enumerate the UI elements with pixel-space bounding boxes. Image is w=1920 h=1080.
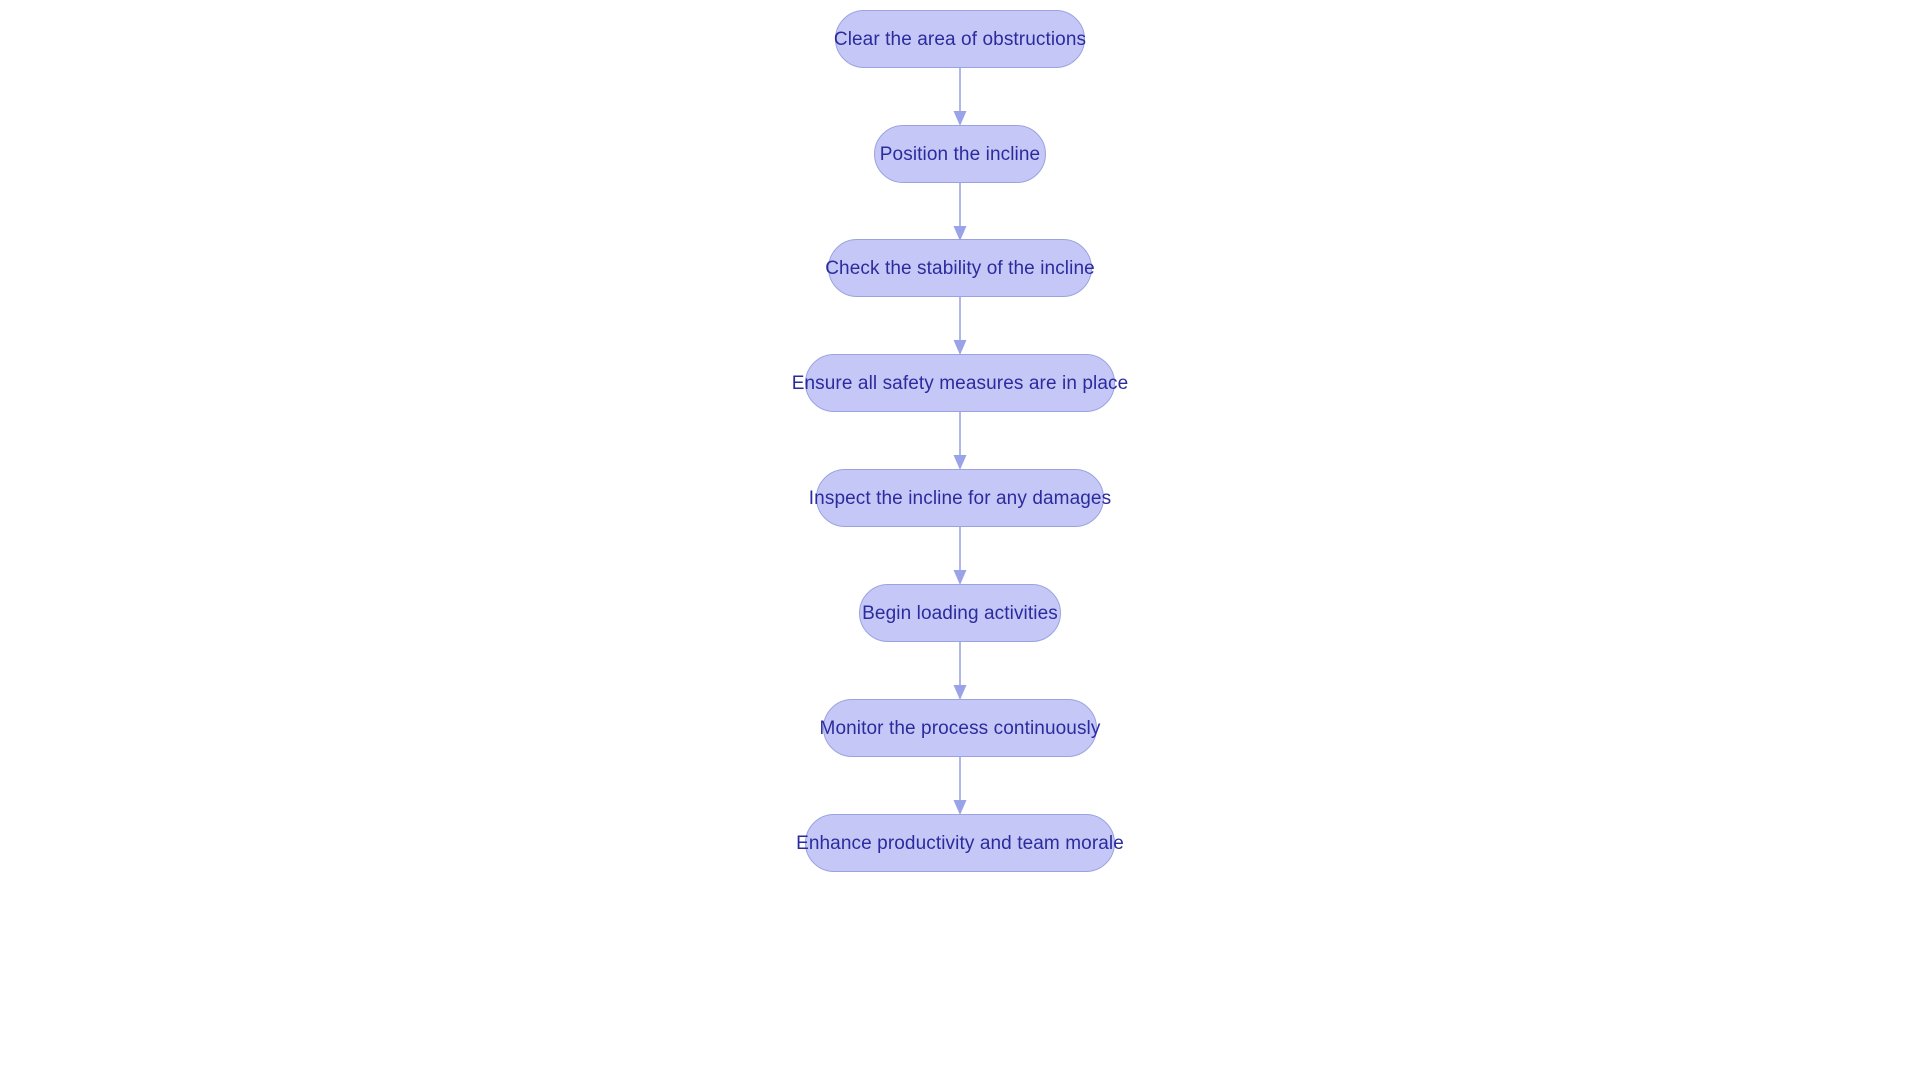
flow-node-label: Enhance productivity and team morale — [796, 832, 1124, 854]
flow-node-label: Inspect the incline for any damages — [808, 487, 1112, 509]
flow-node[interactable]: Check the stability of the incline — [825, 239, 1095, 297]
flow-connector-arrow — [948, 412, 972, 470]
flow-node-label: Clear the area of obstructions — [833, 28, 1087, 50]
flow-node[interactable]: Ensure all safety measures are in place — [792, 354, 1128, 412]
flow-node-label: Begin loading activities — [862, 602, 1058, 624]
arrowhead-icon — [953, 455, 967, 470]
arrowhead-icon — [953, 570, 967, 585]
flow-connector-arrow — [948, 183, 972, 241]
arrowhead-icon — [953, 340, 967, 355]
flow-node[interactable]: Begin loading activities — [859, 584, 1061, 642]
flow-node[interactable]: Enhance productivity and team morale — [796, 814, 1124, 872]
flow-node[interactable]: Monitor the process continuously — [820, 699, 1100, 757]
arrowhead-icon — [953, 685, 967, 700]
flow-node-label: Check the stability of the incline — [825, 257, 1095, 279]
flow-node[interactable]: Inspect the incline for any damages — [809, 469, 1111, 527]
flow-connector-arrow — [948, 527, 972, 585]
flow-connector-arrow — [948, 297, 972, 355]
arrowhead-icon — [953, 111, 967, 126]
flow-node-label: Monitor the process continuously — [819, 717, 1101, 739]
flow-node-label: Position the incline — [879, 143, 1041, 165]
arrowhead-icon — [953, 226, 967, 241]
flow-connector-arrow — [948, 68, 972, 126]
flow-connector-arrow — [948, 642, 972, 700]
flow-node[interactable]: Position the incline — [874, 125, 1046, 183]
flow-node-label: Ensure all safety measures are in place — [791, 372, 1129, 394]
arrowhead-icon — [953, 800, 967, 815]
flow-connector-arrow — [948, 757, 972, 815]
flow-node[interactable]: Clear the area of obstructions — [833, 10, 1087, 68]
